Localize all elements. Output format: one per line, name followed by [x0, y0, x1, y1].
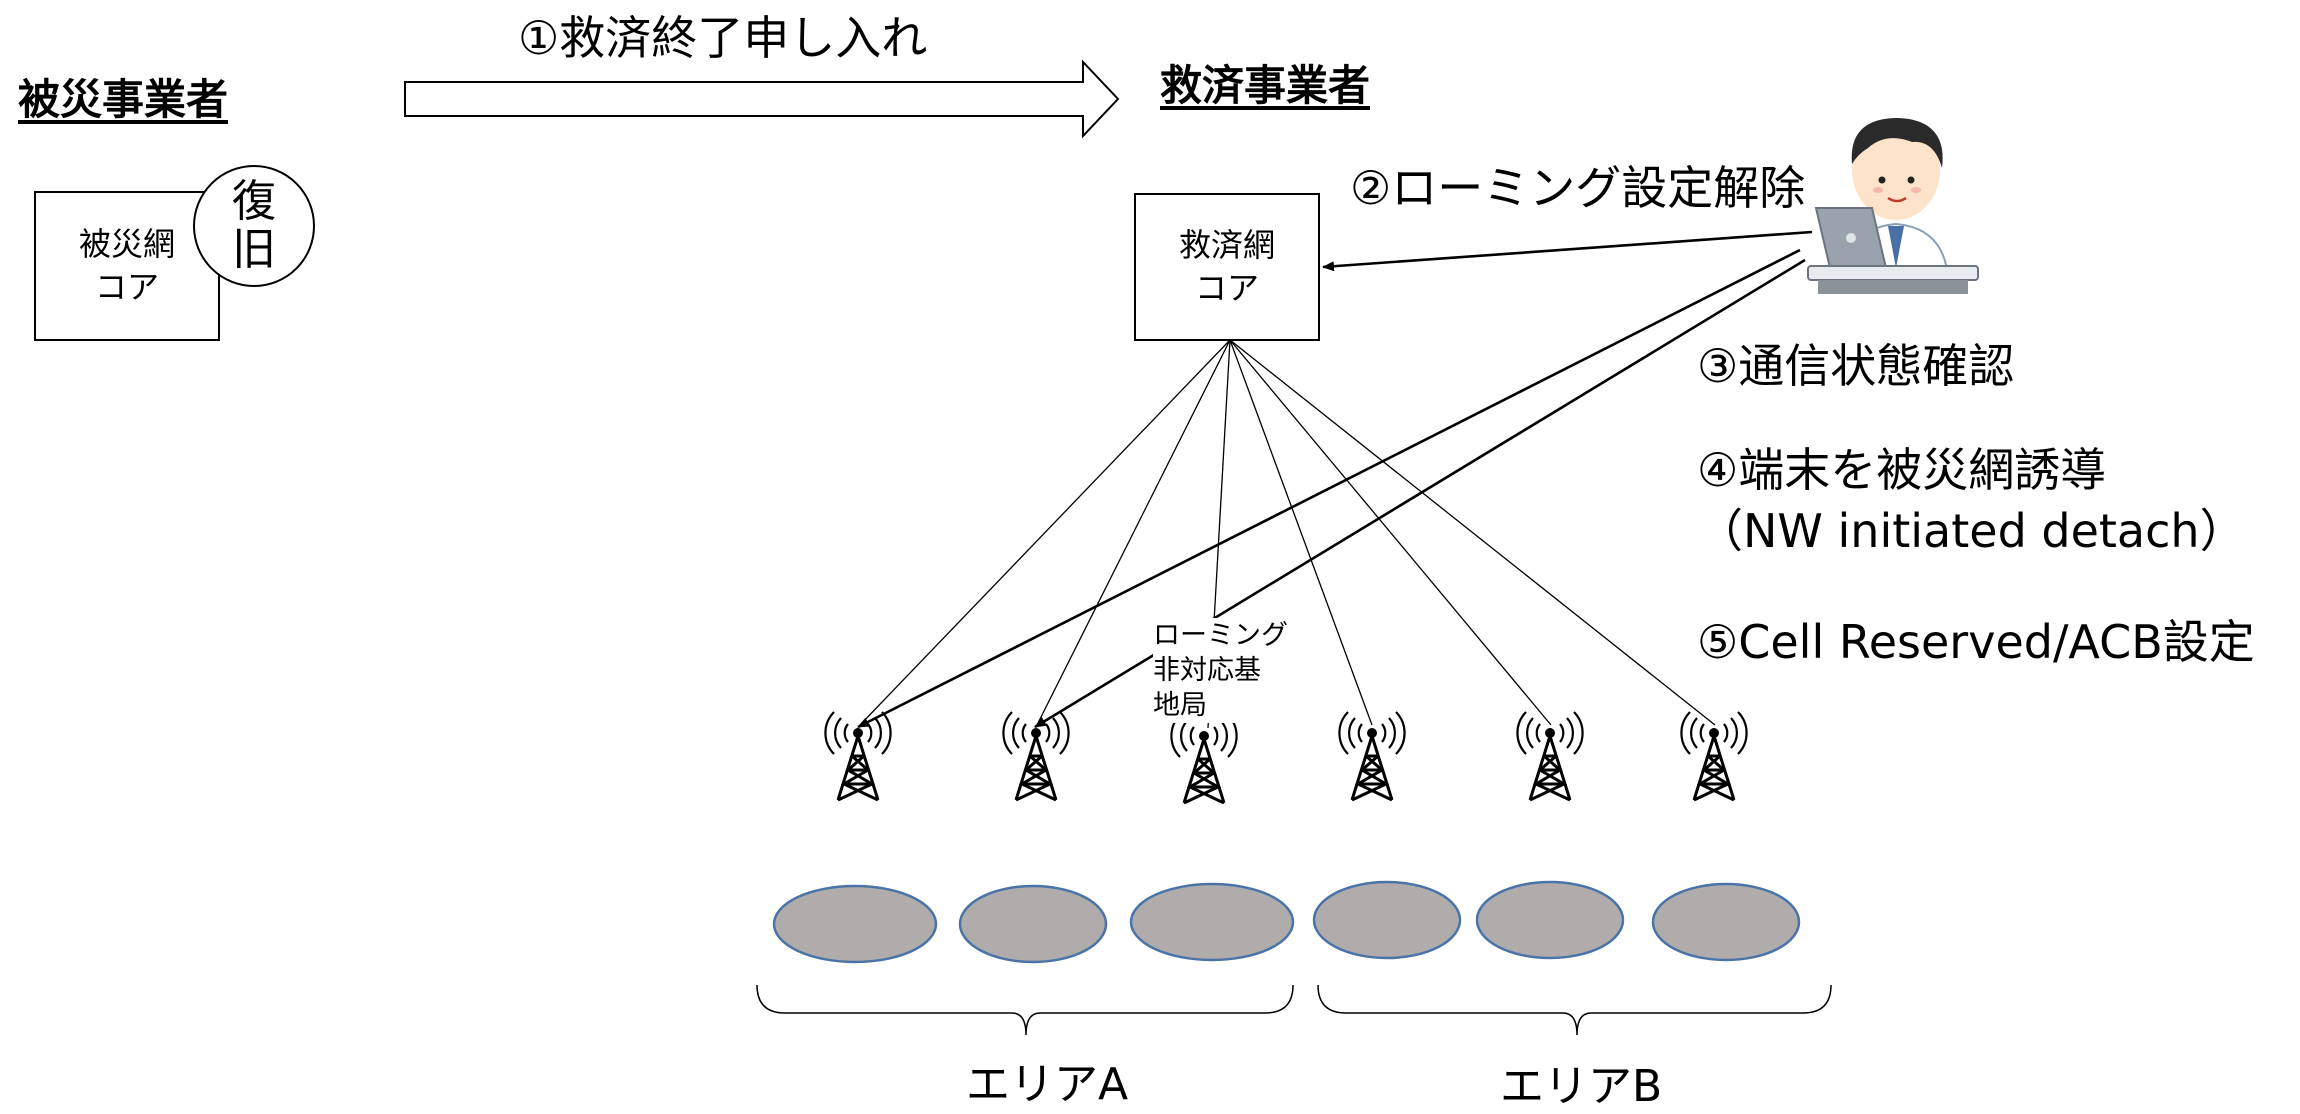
antenna-tower-icon — [824, 711, 892, 802]
handover-arrow — [404, 59, 1120, 139]
non-roaming-line2: 非対応基 — [1153, 655, 1261, 687]
link-tower-4 — [1229, 339, 1373, 726]
non-roaming-line3: 地局 — [1153, 690, 1207, 722]
link-tower-6 — [1229, 339, 1716, 726]
cell-area-4 — [1312, 880, 1462, 960]
victim-core-label-line1: 被災網 — [78, 224, 175, 263]
victim-core-label-line2: コア — [94, 268, 159, 306]
rescue-core-label-line2: コア — [1194, 269, 1259, 307]
arrow-to-tower-1 — [857, 248, 1801, 729]
cell-area-1 — [772, 884, 938, 964]
victim-operator-title: 被災事業者 — [18, 75, 229, 124]
link-tower-5 — [1229, 339, 1552, 726]
cell-coverage-areas — [772, 880, 1801, 964]
arrow-roaming-release — [1322, 230, 1813, 272]
rescue-core-label-line1: 救済網 — [1178, 225, 1275, 264]
cell-area-2 — [958, 884, 1108, 964]
step-3-label: ③通信状態確認 — [1697, 339, 2015, 393]
antenna-tower-icon — [1002, 711, 1070, 802]
link-tower-2 — [1036, 339, 1231, 726]
area-b-label: エリアB — [1500, 1061, 1663, 1112]
step-2-label: ②ローミング設定解除 — [1350, 161, 1806, 215]
rescue-core-box: 救済網 コア — [1134, 193, 1320, 341]
cell-area-3 — [1129, 882, 1295, 962]
non-roaming-line1: ローミング — [1153, 620, 1288, 651]
antenna-tower-icon — [1170, 714, 1238, 805]
restore-badge: 復 旧 — [193, 165, 315, 287]
victim-core-box: 被災網 コア — [34, 191, 220, 341]
step-4-label-line2: （NW initiated detach） — [1697, 504, 2246, 558]
operator-arrows — [857, 230, 1813, 729]
antenna-tower-icon — [1516, 711, 1584, 802]
step-4-label-line1: ④端末を被災網誘導 — [1697, 443, 2107, 497]
step-5-label: ⑤Cell Reserved/ACB設定 — [1697, 615, 2255, 669]
restore-badge-line1: 復 — [232, 175, 276, 227]
area-a-brace — [756, 984, 1294, 1036]
antenna-tower-icon — [1680, 711, 1748, 802]
non-roaming-station-label: ローミング 非対応基 地局 — [1153, 618, 1288, 724]
operator-at-laptop-icon — [1807, 118, 1979, 294]
antenna-tower-icon — [1338, 711, 1406, 802]
area-a-label: エリアA — [966, 1059, 1129, 1110]
area-b-brace — [1317, 984, 1832, 1036]
cell-area-6 — [1651, 882, 1801, 962]
link-tower-1 — [859, 339, 1231, 726]
cell-area-5 — [1475, 880, 1625, 960]
rescue-operator-title: 救済事業者 — [1160, 61, 1371, 110]
step-1-label: ①救済終了申し入れ — [518, 11, 928, 65]
restore-badge-line2: 旧 — [232, 224, 276, 275]
